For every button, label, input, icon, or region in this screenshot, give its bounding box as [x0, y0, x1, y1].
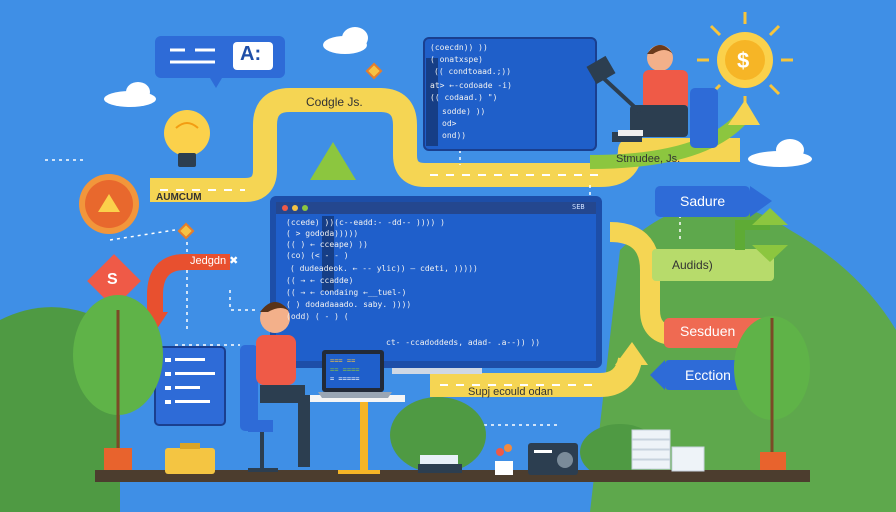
code-line: (odd) ( - ) (: [286, 312, 349, 321]
tree-icon: [73, 295, 163, 474]
code-line: ct- -ccadoddeds, adad- .a--)) )): [386, 338, 541, 347]
jedgon-label: Jedgdn ✖: [190, 254, 238, 267]
cloud-icon: [104, 82, 156, 107]
person-with-tablet: [586, 45, 718, 148]
dollar-sign-icon: $: [737, 48, 750, 73]
code-line: od>: [442, 119, 457, 128]
sadure-label: Sadure: [680, 193, 726, 209]
ecction-label: Ecction: [685, 367, 731, 383]
road-arrow: [728, 100, 760, 125]
code-line: sodde) )): [442, 107, 486, 116]
road-dashes: [160, 174, 600, 386]
paper-stack-icon: [631, 429, 705, 472]
code-line: (coecdn)) )): [430, 43, 488, 52]
code-line: ( ) dodadaaado. saby. )))): [286, 300, 412, 309]
aumcum-label: AUMCUM: [156, 192, 202, 203]
code-line: ond)): [442, 131, 467, 140]
code-line: ( dudeadeok. ← -- ylic)) — cdeti, ))))): [290, 264, 478, 273]
chat-card-label: A:: [240, 43, 262, 65]
triangle-sign: [310, 142, 356, 180]
connector-lines: [45, 150, 681, 426]
code-line: (ccede) ))(c--eadd:- -dd-- )))) ): [286, 218, 445, 227]
top-code-window: [423, 37, 597, 151]
desk: [300, 395, 405, 474]
top-window-code: (coecdn)) )) ( onatxspe) (( condtoaad.;)…: [430, 43, 590, 147]
red-arrow: [147, 254, 230, 315]
main-window-header-label: SEB: [572, 203, 585, 211]
sesduen-label: Sesduen: [680, 323, 736, 339]
lightbulb-icon: [164, 110, 210, 167]
diamond-marker: [177, 62, 383, 240]
warning-circle-icon: [79, 174, 139, 234]
flower-pot-icon: [495, 444, 513, 475]
main-window-code: (ccede) ))(c--eadd:- -dd-- )))) ) ( > go…: [286, 218, 591, 358]
code-line: ( > gododa))))): [286, 229, 359, 238]
supp-banner-label: Supj ecould odan: [468, 386, 554, 398]
ground: [95, 470, 810, 482]
code-line: == ====: [330, 366, 360, 374]
stmudee-label: Stmudee, Js.: [616, 153, 681, 165]
yellow-road: [150, 88, 740, 202]
sadure-box: [655, 186, 772, 217]
code-line: (( → ← ccadde): [286, 276, 354, 285]
sun-coin-icon: [697, 12, 793, 108]
diamond-s-letter: S: [107, 271, 118, 288]
green-swap-arrow: [735, 208, 788, 262]
close-icon: ✖: [229, 255, 239, 267]
suitcase-icon: [165, 443, 215, 474]
code-line: (( ) ← cceape) )): [286, 240, 368, 249]
audids-box: [652, 249, 774, 281]
audids-label: Audids): [672, 258, 713, 272]
code-line: (( codaad.) "): [430, 93, 498, 102]
green-road: [589, 114, 746, 169]
code-line: ( onatxspe): [430, 55, 483, 64]
cloud-icon: [323, 27, 368, 54]
yellow-road: [609, 222, 676, 345]
laptop-icon: [318, 350, 392, 398]
code-line: at> ←-codoade -i): [430, 81, 512, 90]
books-stack-icon: [418, 455, 462, 473]
radio-icon: [528, 443, 578, 475]
road-arrow: [615, 342, 648, 365]
jedgon-text: Jedgdn: [190, 255, 227, 267]
code-line: (co) (< - - ): [286, 251, 349, 260]
code-line: === ==: [330, 357, 356, 365]
person-at-desk: [240, 302, 310, 472]
main-monitor: [270, 196, 602, 374]
code-line: (( condtoaad.;)): [434, 67, 512, 76]
doc-card: [154, 346, 226, 426]
code-line: = =====: [330, 375, 360, 383]
diamond-s-badge: [87, 254, 141, 308]
laptop-screen-code: === == == ==== = =====: [330, 357, 378, 387]
top-code-title: Codgle Js.: [306, 95, 363, 109]
cloud-icon: [748, 139, 812, 167]
code-line: (( → ← condaing ←__tuel-): [286, 288, 407, 297]
text-bubble-icon: [233, 42, 273, 70]
